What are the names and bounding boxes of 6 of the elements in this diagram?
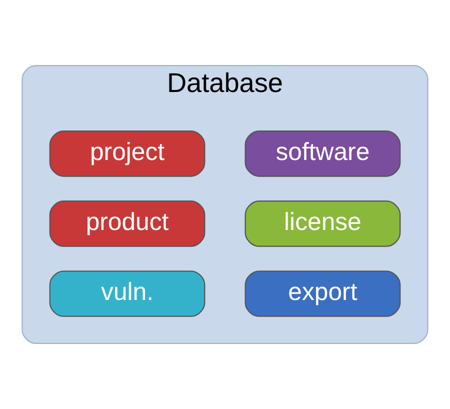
node-box: vuln. (49, 270, 206, 317)
node-box: software (244, 130, 401, 177)
node-box: project (49, 130, 206, 177)
node-box: product (49, 200, 206, 247)
node-box: license (244, 200, 401, 247)
node-box: export (244, 270, 401, 317)
